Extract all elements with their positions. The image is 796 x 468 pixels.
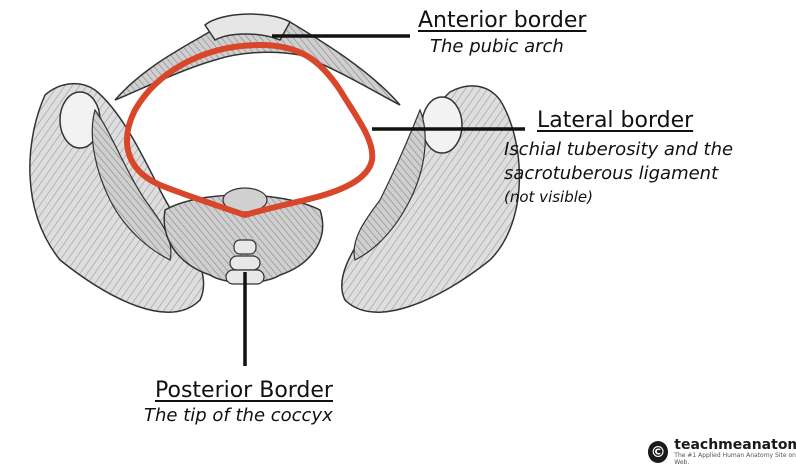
lateral-title: Lateral border (537, 108, 694, 133)
logo-text: teachmeanatomy The #1 Applied Human Anat… (674, 438, 796, 466)
copyright-icon: © (648, 441, 669, 463)
right-ischium (353, 108, 426, 261)
left-ischium (91, 108, 172, 261)
pelvic-outlet-outline (124, 42, 376, 218)
lateral-line-3: (not visible) (504, 188, 593, 206)
right-acetabulum (421, 96, 463, 154)
teachmeanatomy-logo: © teachmeanatomy The #1 Applied Human An… (648, 438, 796, 466)
lateral-line-1: Ischial tuberosity and the (504, 139, 734, 160)
posterior-subtitle: The tip of the coccyx (144, 405, 333, 426)
logo-name: teachmeanatomy (674, 437, 796, 453)
pubic-symphysis (204, 13, 292, 41)
anterior-title: Anterior border (418, 8, 587, 33)
logo-tagline: The #1 Applied Human Anatomy Site on the… (674, 452, 796, 466)
posterior-title: Posterior Border (155, 378, 333, 403)
anterior-subtitle: The pubic arch (430, 36, 564, 57)
coccyx (225, 239, 265, 285)
lateral-line-2: sacrotuberous ligament (504, 163, 719, 184)
